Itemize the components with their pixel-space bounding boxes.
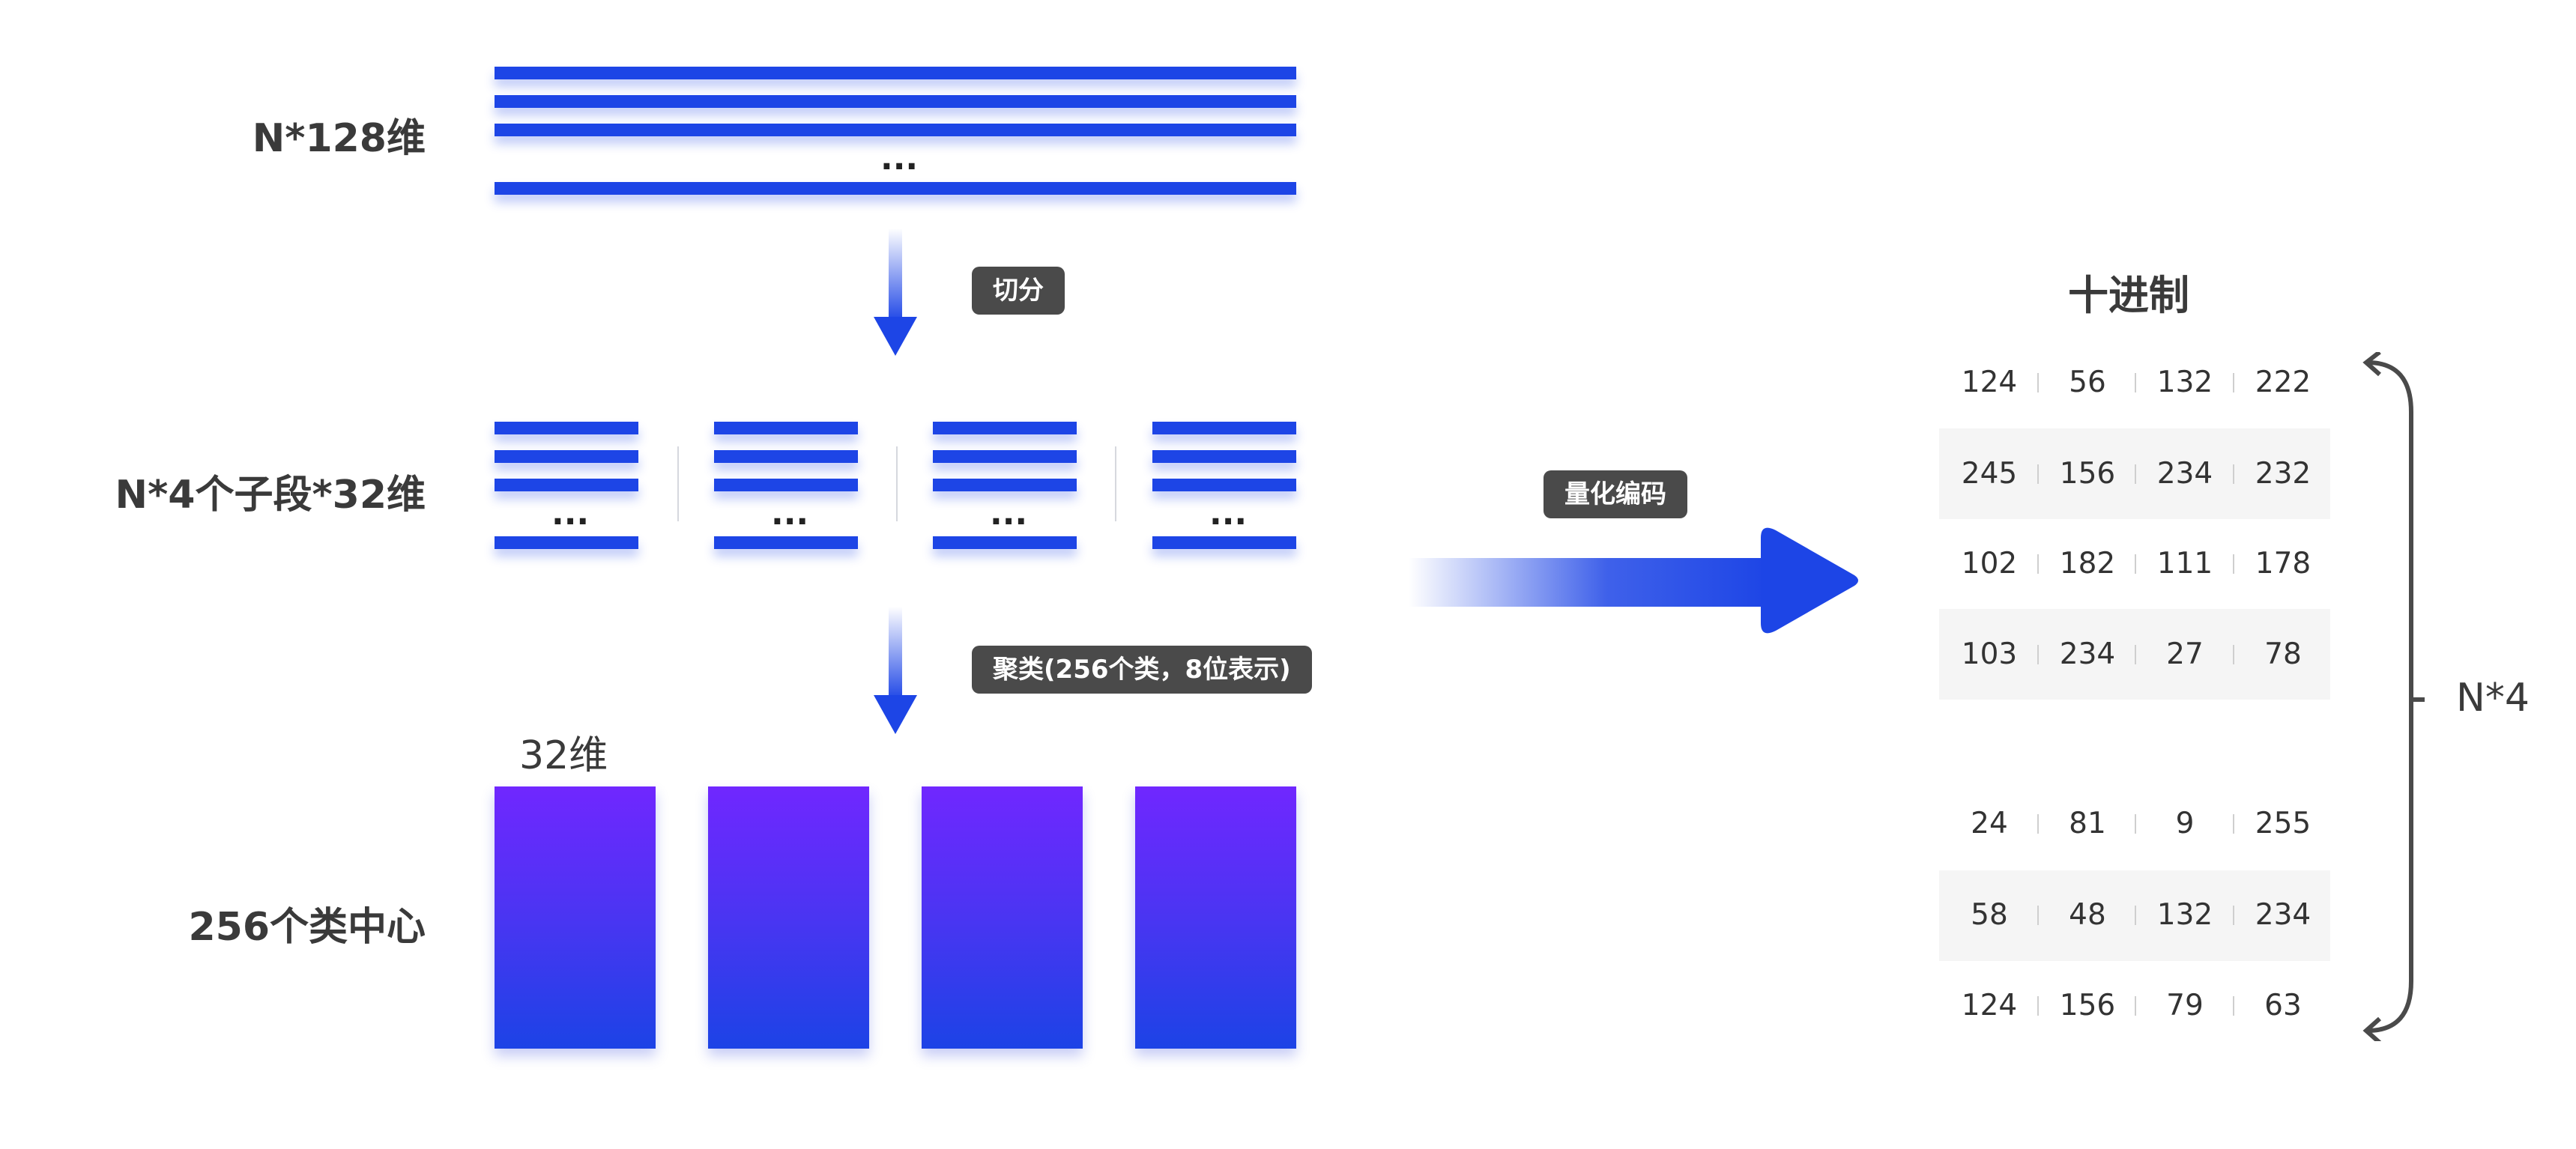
n4-label: N*4 [2456,676,2530,721]
dim32-label: 32维 [519,733,608,778]
vector-bar [933,422,1077,434]
centroid-block [922,786,1083,1049]
ellipsis: ... [771,494,809,533]
cell-divider [2135,464,2136,484]
cell-divider [2233,996,2234,1016]
vector-bar [495,67,1296,79]
cell-divider [2135,645,2136,664]
table-cell: 255 [2255,807,2312,840]
cluster-badge: 聚类(256个类，8位表示) [972,646,1312,694]
vector-bar [495,124,1296,136]
table-cell: 234 [2255,898,2312,932]
table-cell: 27 [2166,637,2204,671]
table-cell: 178 [2255,547,2312,580]
table-cell: 182 [2059,547,2116,580]
vector-bar [495,182,1296,195]
table-cell: 132 [2156,898,2213,932]
centroid-block [708,786,869,1049]
cell-divider [2135,906,2136,925]
vector-bar [1152,536,1296,549]
table-cell: 9 [2175,807,2195,840]
table-cell: 124 [1961,989,2018,1022]
right-arrow-icon [1409,527,1858,634]
decimal-title: 十进制 [2068,272,2189,319]
table-cell: 102 [1961,547,2018,580]
cell-divider [2037,373,2039,392]
table-cell: 24 [1971,807,2008,840]
split-badge: 切分 [972,267,1065,315]
group-divider [677,446,679,521]
vector-bar [714,479,858,491]
cell-divider [2233,645,2234,664]
cell-divider [2233,906,2234,925]
bracket-icon [2362,352,2425,1041]
down-arrow-icon [874,228,917,356]
centroid-block [495,786,656,1049]
table-cell: 63 [2264,989,2302,1022]
vector-bar [1152,479,1296,491]
ellipsis: ... [990,494,1028,533]
cell-divider [2233,464,2234,484]
ellipsis: ... [1209,494,1248,533]
group-divider [896,446,898,521]
table-cell: 156 [2059,989,2116,1022]
vector-bar [495,536,638,549]
cell-divider [2037,906,2039,925]
vector-bar [495,422,638,434]
table-cell: 124 [1961,366,2018,399]
cell-divider [2037,464,2039,484]
vector-bar [495,450,638,463]
ellipsis: ... [880,139,919,178]
vector-bar [933,450,1077,463]
cell-divider [2233,373,2234,392]
cell-divider [2135,996,2136,1016]
group-divider [1115,446,1116,521]
table-cell: 132 [2156,366,2213,399]
table-cell: 234 [2059,637,2116,671]
down-arrow-icon [874,607,917,734]
table-cell: 78 [2264,637,2302,671]
cell-divider [2037,645,2039,664]
quantize-badge: 量化编码 [1544,470,1687,518]
vector-bar [933,536,1077,549]
vector-bar [1152,450,1296,463]
table-cell: 222 [2255,366,2312,399]
cell-divider [2135,373,2136,392]
table-cell: 232 [2255,457,2312,491]
label-n128: N*128维 [252,116,426,161]
table-cell: 81 [2069,807,2106,840]
label-256-centers: 256个类中心 [188,905,426,950]
cell-divider [2135,814,2136,834]
vector-bar [714,536,858,549]
vector-bar [495,479,638,491]
table-cell: 103 [1961,637,2018,671]
label-n4-sub32: N*4个子段*32维 [115,473,426,518]
table-cell: 58 [1971,898,2008,932]
cell-divider [2037,814,2039,834]
vector-bar [495,95,1296,108]
cell-divider [2233,814,2234,834]
table-cell: 156 [2059,457,2116,491]
cell-divider [2037,996,2039,1016]
table-cell: 234 [2156,457,2213,491]
cell-divider [2037,554,2039,574]
table-cell: 111 [2156,547,2213,580]
table-cell: 245 [1961,457,2018,491]
table-cell: 56 [2069,366,2106,399]
cell-divider [2233,554,2234,574]
ellipsis: ... [551,494,590,533]
cell-divider [2135,554,2136,574]
vector-bar [933,479,1077,491]
vector-bar [1152,422,1296,434]
vector-bar [714,450,858,463]
centroid-block [1135,786,1296,1049]
vector-bar [714,422,858,434]
table-cell: 79 [2166,989,2204,1022]
table-cell: 48 [2069,898,2106,932]
